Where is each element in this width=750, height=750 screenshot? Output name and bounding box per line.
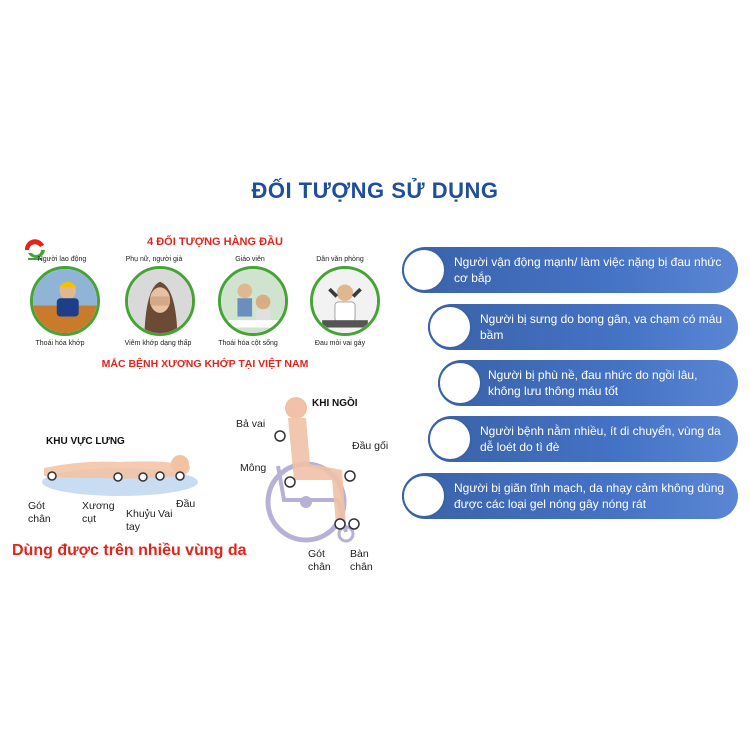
user-item-1-text: Người vận động mạnh/ làm việc nặng bị đa… <box>454 254 722 285</box>
label-tailbone: Xương cụt <box>82 500 115 526</box>
lying-body-figure <box>42 455 198 496</box>
photo-teacher <box>218 266 288 336</box>
user-item-5-text: Người bị giãn tĩnh mạch, da nhạy cảm khô… <box>454 480 725 511</box>
user-item-5: Người bị giãn tĩnh mạch, da nhạy cảm khô… <box>402 473 738 519</box>
group-name-2: Phụ nữ, người già <box>125 256 183 263</box>
condition-2: Viêm khớp dạng thấp <box>124 340 192 347</box>
user-item-1: Người vận động mạnh/ làm việc nặng bị đa… <box>402 247 738 293</box>
condition-1: Thoái hóa khớp <box>35 340 85 347</box>
user-item-2: Người bị sưng do bong gân, va chạm có má… <box>428 304 738 350</box>
label-elbow: Khuỷu tay <box>126 508 156 534</box>
user-item-2-text: Người bị sưng do bong gân, va chạm có má… <box>480 311 723 342</box>
photo-woman <box>125 266 195 336</box>
label-buttock: Mông <box>240 462 267 474</box>
group-name-3: Giáo viên <box>235 256 265 263</box>
condition-4: Đau mỏi vai gáy <box>314 340 366 347</box>
photo-worker <box>30 266 100 336</box>
user-item-3: Người bị phù nề, đau nhức do ngồi lâu, k… <box>438 360 738 406</box>
top-heading: 4 ĐỐI TƯỢNG HÀNG ĐẦU <box>147 236 283 248</box>
user-item-5-circle <box>402 474 446 518</box>
group-name-1: Người lao động <box>37 256 87 263</box>
label-foot: Bàn chân <box>350 548 373 574</box>
label-heel-sitting: Gót chân <box>308 548 331 574</box>
tagline: Dùng được trên nhiều vùng da <box>12 542 247 559</box>
wheelchair-figure <box>265 397 360 543</box>
user-item-3-circle <box>438 361 482 405</box>
user-item-4: Người bệnh nằm nhiều, ít di chuyển, vùng… <box>428 416 738 462</box>
sitting-heading: KHI NGỒI <box>312 398 358 409</box>
label-shoulder-blade: Bả vai <box>236 418 266 430</box>
group-name-4: Dân văn phòng <box>316 256 364 263</box>
label-knee: Đầu gối <box>352 440 389 452</box>
user-item-1-circle <box>402 248 446 292</box>
condition-3: Thoái hóa cột sống <box>218 340 278 347</box>
bottom-heading: MẮC BỆNH XƯƠNG KHỚP TẠI VIỆT NAM <box>101 358 309 370</box>
brand-logo-icon <box>24 239 45 260</box>
user-item-2-circle <box>428 305 472 349</box>
label-heel-lying: Gót chân <box>28 500 51 526</box>
label-head: Đầu <box>176 498 196 510</box>
lying-heading: KHU VỰC LƯNG <box>46 436 125 447</box>
label-shoulder-lying: Vai <box>158 508 173 520</box>
user-item-3-text: Người bị phù nề, đau nhức do ngồi lâu, k… <box>488 367 698 398</box>
user-item-4-text: Người bệnh nằm nhiều, ít di chuyển, vùng… <box>480 423 721 454</box>
photo-office-worker <box>310 266 380 336</box>
user-item-4-circle <box>428 417 472 461</box>
page-title: ĐỐI TƯỢNG SỬ DỤNG <box>251 178 499 203</box>
